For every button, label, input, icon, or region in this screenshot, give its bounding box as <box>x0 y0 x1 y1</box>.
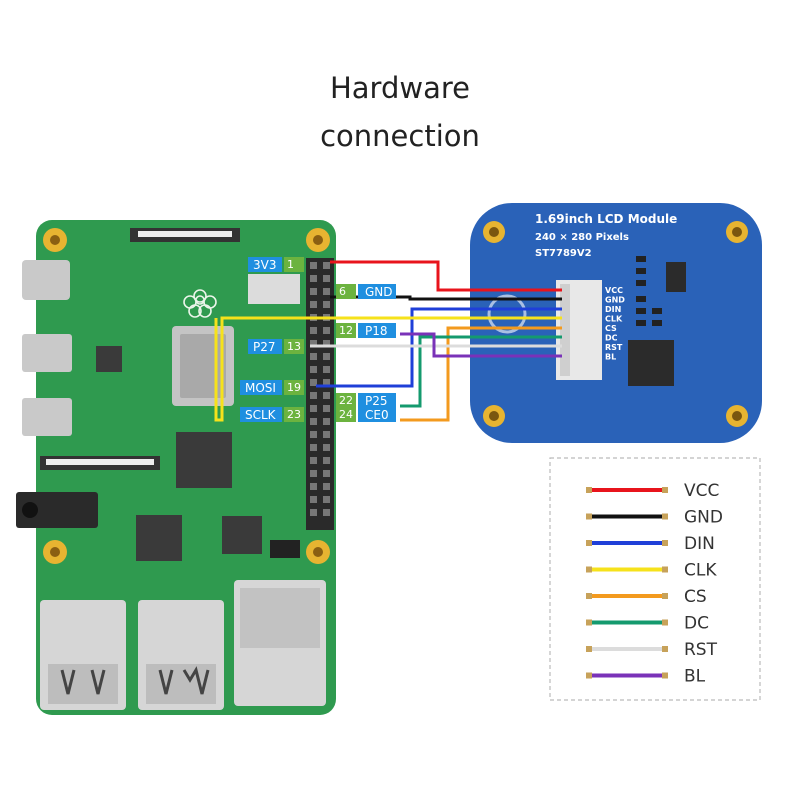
legend-item-vcc: VCC <box>586 481 719 501</box>
gpio-pins <box>310 262 330 516</box>
lcd-pin-gnd: GND <box>605 296 625 305</box>
wire-bl <box>400 332 562 358</box>
svg-text:6: 6 <box>339 285 346 298</box>
hdmi-port <box>22 398 72 436</box>
svg-text:23: 23 <box>287 408 301 421</box>
lcd-pin-din: DIN <box>605 305 621 314</box>
pin-label-mosi: MOSI 19 <box>240 380 304 395</box>
svg-text:CE0: CE0 <box>365 408 389 422</box>
usb-chip <box>136 515 182 561</box>
svg-text:24: 24 <box>339 408 353 421</box>
raspberry-pi-board <box>16 220 336 715</box>
legend-label: DC <box>684 614 709 634</box>
lcd-pin-rst: RST <box>605 343 623 352</box>
svg-text:P27: P27 <box>253 340 276 354</box>
title-line-2: connection <box>320 119 480 153</box>
legend-item-rst: RST <box>586 640 718 660</box>
pin-label-ce0: 24 CE0 <box>336 407 396 422</box>
title-line-1: Hardware <box>329 71 470 105</box>
regulator-chip <box>628 340 674 386</box>
svg-text:13: 13 <box>287 340 301 353</box>
lcd-module: 1.69inch LCD Module 240 × 280 Pixels ST7… <box>470 203 762 443</box>
legend-label: RST <box>684 640 718 660</box>
legend-item-dc: DC <box>586 614 709 634</box>
pin-label-gnd: 6 GND <box>336 284 396 299</box>
legend-item-cs: CS <box>586 587 707 607</box>
ethernet-chip <box>222 516 262 554</box>
svg-text:GND: GND <box>365 285 393 299</box>
legend-label: DIN <box>684 534 715 554</box>
legend-item-gnd: GND <box>586 508 723 528</box>
svg-text:P18: P18 <box>365 324 388 338</box>
pin-label-sclk: SCLK 23 <box>240 407 304 422</box>
legend-label: CLK <box>684 561 717 581</box>
lcd-pin-vcc: VCC <box>605 286 623 295</box>
legend-item-din: DIN <box>586 534 715 554</box>
legend-label: BL <box>684 667 706 687</box>
wire-vcc <box>330 260 562 292</box>
wifi-shield <box>248 274 300 304</box>
wire-legend: VCC GND DIN CLK CS DC RST BL <box>549 457 761 701</box>
lcd-module-name: 1.69inch LCD Module <box>535 212 677 226</box>
lcd-pin-cs: CS <box>605 324 617 333</box>
raspberry-logo-icon <box>183 289 217 318</box>
svg-text:19: 19 <box>287 381 301 394</box>
svg-text:12: 12 <box>339 324 353 337</box>
svg-text:1: 1 <box>287 258 294 271</box>
svg-text:3V3: 3V3 <box>253 258 276 272</box>
wire-dc <box>400 335 562 408</box>
svg-text:P25: P25 <box>365 394 388 408</box>
wire-cs <box>400 326 562 422</box>
pin-label-p27: P27 13 <box>248 339 304 354</box>
svg-text:SCLK: SCLK <box>245 408 277 422</box>
legend-box <box>549 457 761 701</box>
lcd-driver: ST7789V2 <box>535 248 592 259</box>
pin-label-p18: 12 P18 <box>336 323 396 338</box>
pin-label-p25: 22 P25 <box>336 393 396 408</box>
ram-chip <box>176 432 232 488</box>
audio-jack <box>16 492 98 528</box>
legend-label: GND <box>684 508 723 528</box>
legend-item-clk: CLK <box>586 561 717 581</box>
lcd-pin-dc: DC <box>605 334 618 343</box>
svg-text:22: 22 <box>339 394 353 407</box>
page-title: Hardware connection <box>0 64 800 160</box>
lcd-pin-bl: BL <box>605 353 616 362</box>
usb-c-port <box>22 260 70 300</box>
wire-clk <box>214 316 562 422</box>
svg-text:MOSI: MOSI <box>245 381 276 395</box>
lcd-resolution: 240 × 280 Pixels <box>535 232 629 243</box>
lcd-pcb <box>470 203 762 443</box>
lcd-pin-clk: CLK <box>605 315 623 324</box>
hdmi-port <box>22 334 72 372</box>
legend-label: CS <box>684 587 707 607</box>
pin-label-3v3: 3V3 1 <box>248 257 304 272</box>
legend-item-bl: BL <box>586 667 706 687</box>
legend-label: VCC <box>684 481 719 501</box>
